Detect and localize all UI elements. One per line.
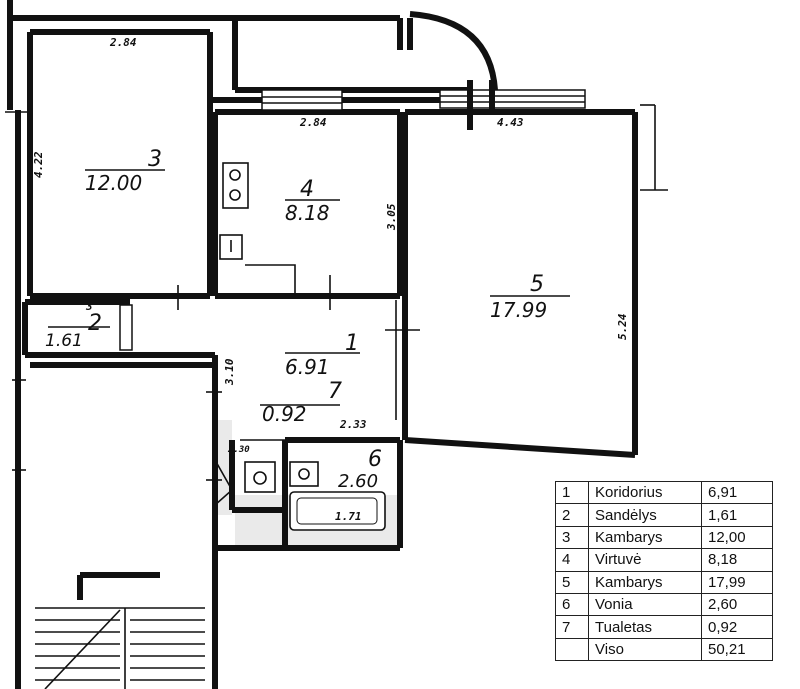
- washbasin-icon: [289, 461, 319, 487]
- legend-number: 1: [555, 480, 589, 505]
- legend-total-area: 50,21: [701, 637, 773, 662]
- legend-number: 4: [555, 548, 589, 572]
- dimension-label: 1.71: [335, 510, 362, 523]
- dimension-label: 5.24: [616, 313, 629, 340]
- legend-row: 3 Kambarys 12,00: [555, 525, 773, 550]
- dimension-label: 4.43: [497, 116, 524, 129]
- legend-room-name: Koridorius: [588, 480, 702, 505]
- toilet-icon: [244, 461, 276, 493]
- legend-row: 7 Tualetas 0,92: [555, 615, 773, 639]
- room-6-area: 2.60: [338, 471, 378, 492]
- legend-area: 1,61: [701, 503, 773, 527]
- toilet-door-swing: [214, 459, 234, 506]
- legend-number: 7: [555, 615, 589, 639]
- room-6-number: 6: [368, 447, 382, 472]
- legend-area: 0,92: [701, 615, 773, 639]
- dimension-label: 3.05: [385, 203, 398, 231]
- legend-number: 3: [555, 525, 589, 550]
- walls: [5, 0, 668, 689]
- legend-area: 8,18: [701, 548, 773, 572]
- sink-icon: [219, 234, 243, 260]
- legend-area: 2,60: [701, 592, 773, 617]
- room-5-number: 5: [530, 272, 544, 297]
- dimension-label: 2.33: [339, 418, 367, 431]
- legend-room-name: Kambarys: [588, 570, 702, 594]
- staircase: [35, 607, 205, 689]
- legend-number: 6: [555, 592, 589, 617]
- legend-area: 17,99: [701, 570, 773, 594]
- legend-area: 12,00: [701, 525, 773, 550]
- legend-room-name: Virtuvė: [588, 548, 702, 572]
- legend-total-row: Viso 50,21: [555, 637, 773, 662]
- legend-number: 2: [555, 503, 589, 527]
- dimension-label: 4.22: [32, 151, 45, 178]
- room-4-area: 8.18: [285, 201, 330, 225]
- legend-row: 4 Virtuvė 8,18: [555, 548, 773, 572]
- legend-area: 6,91: [701, 480, 773, 505]
- room-1-number: 1: [345, 331, 359, 356]
- legend-room-name: Vonia: [588, 592, 702, 617]
- room-legend-table: 1 Koridorius 6,91 2 Sandėlys 1,61 3 Kamb…: [555, 480, 773, 662]
- legend-room-name: Tualetas: [588, 615, 702, 639]
- legend-row: 1 Koridorius 6,91: [555, 480, 773, 505]
- room-2-area: 1.61: [45, 331, 83, 351]
- legend-row: 2 Sandėlys 1,61: [555, 503, 773, 527]
- room-7-number: 7: [328, 379, 342, 404]
- dimension-label: 3: [85, 300, 93, 313]
- room-1-area: 6.91: [285, 355, 330, 379]
- stove-icon: [222, 162, 249, 209]
- legend-number: [555, 637, 589, 662]
- bathtub-icon: [289, 491, 386, 531]
- dimension-label: 2.84: [299, 116, 327, 129]
- legend-total-label: Viso: [588, 637, 702, 662]
- counter: [245, 264, 296, 296]
- legend-row: 6 Vonia 2,60: [555, 592, 773, 617]
- room-4-number: 4: [300, 177, 314, 202]
- legend-row: 5 Kambarys 17,99: [555, 570, 773, 594]
- dimension-label: 2.84: [109, 36, 137, 49]
- legend-room-name: Sandėlys: [588, 503, 702, 527]
- room-3-number: 3: [148, 147, 162, 172]
- room-7-area: 0.92: [262, 402, 307, 426]
- dimension-label: 2.30: [227, 445, 250, 455]
- dimension-label: 3.10: [223, 358, 236, 386]
- room-3-area: 12.00: [85, 171, 142, 195]
- legend-number: 5: [555, 570, 589, 594]
- room-2-number: 2: [88, 311, 102, 336]
- room-5-area: 17.99: [490, 298, 547, 322]
- legend-room-name: Kambarys: [588, 525, 702, 550]
